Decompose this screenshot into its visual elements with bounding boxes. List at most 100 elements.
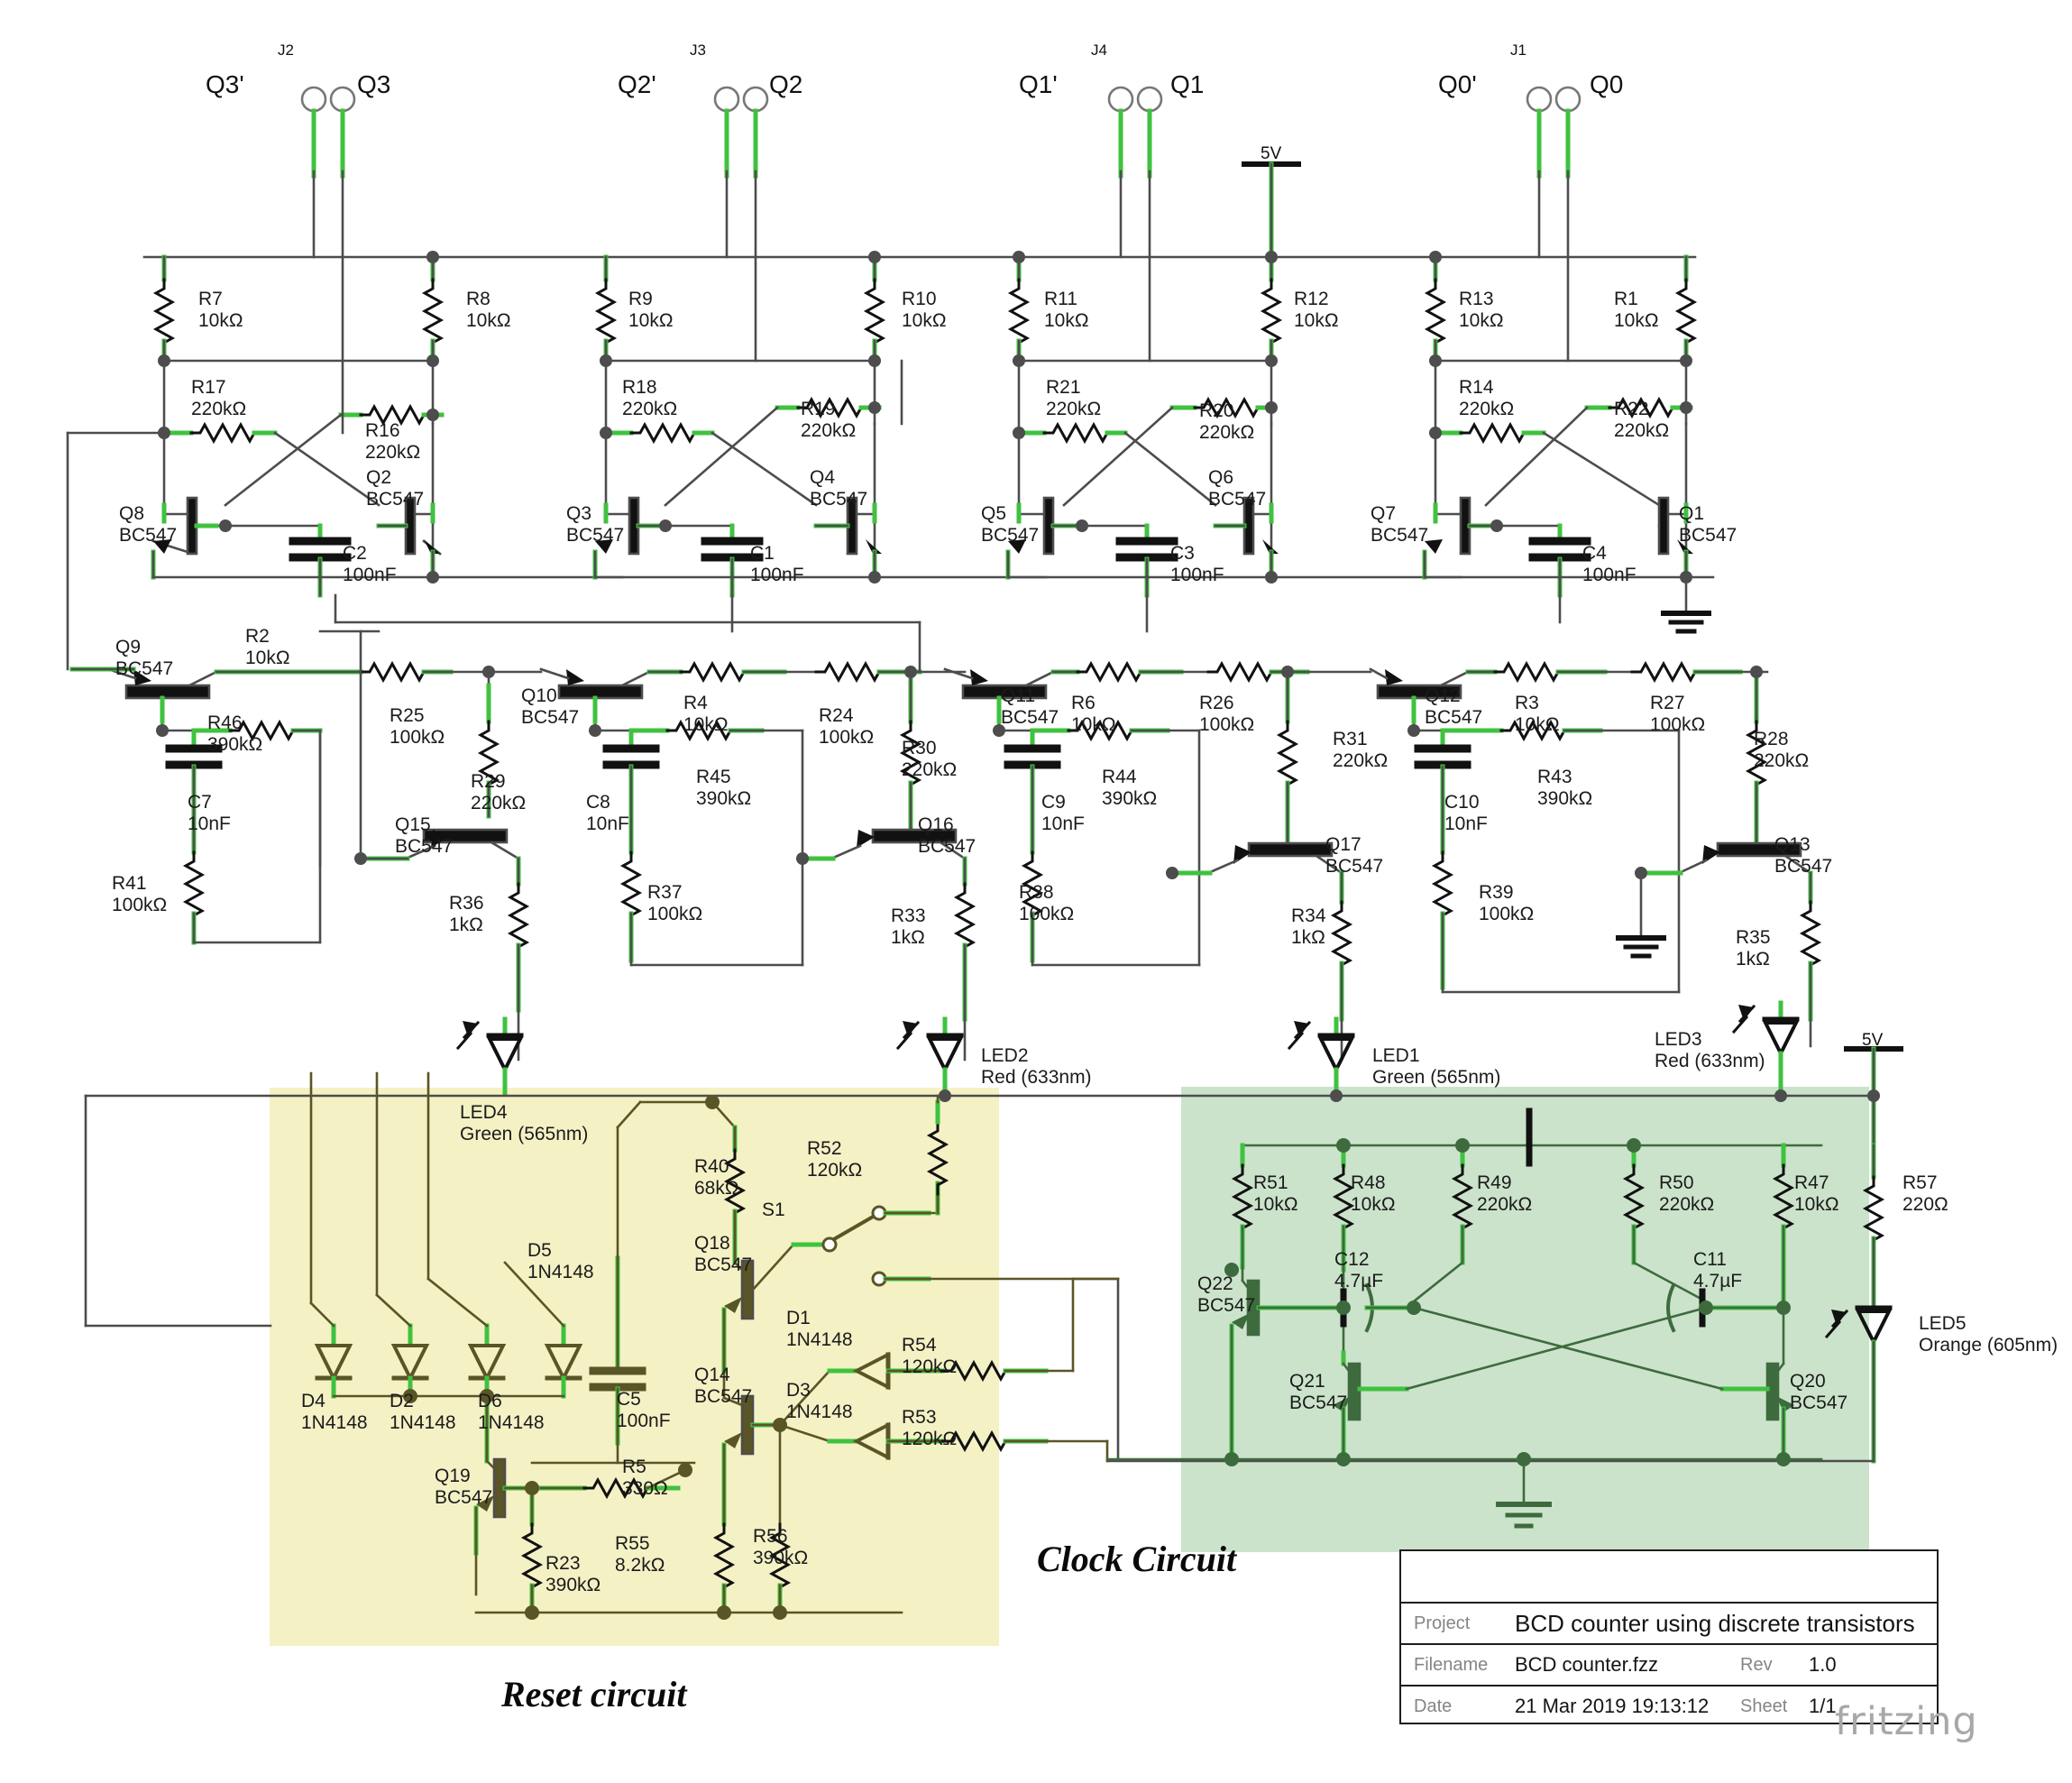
power-rail-label-0: 5V bbox=[1261, 144, 1282, 163]
reset-circuit-title: Reset circuit bbox=[501, 1674, 687, 1714]
project-label: Project bbox=[1414, 1613, 1471, 1633]
title-block-date-row: Date 21 Mar 2019 19:13:12 Sheet 1/1 bbox=[1401, 1685, 1937, 1726]
connector-id-j2: J2 bbox=[278, 41, 294, 59]
title-block: Project BCD counter using discrete trans… bbox=[1399, 1549, 1939, 1724]
connector-id-j3: J3 bbox=[690, 41, 706, 59]
title-block-filename-row: Filename BCD counter.fzz Rev 1.0 bbox=[1401, 1643, 1937, 1685]
connector-pin-label-q1: Q1 bbox=[1170, 70, 1205, 98]
power-rail-label-1: 5V bbox=[1862, 1031, 1884, 1050]
project-value: BCD counter using discrete transistors bbox=[1515, 1609, 1915, 1637]
filename-value: BCD counter.fzz bbox=[1515, 1653, 1658, 1676]
fritzing-logo: fritzing bbox=[1835, 1699, 1978, 1744]
connector-pin-label-q3n: Q3' bbox=[206, 70, 244, 98]
title-block-project-row: Project BCD counter using discrete trans… bbox=[1401, 1602, 1937, 1643]
date-value: 21 Mar 2019 19:13:12 bbox=[1515, 1695, 1710, 1717]
rev-value: 1.0 bbox=[1809, 1653, 1837, 1676]
filename-label: Filename bbox=[1414, 1654, 1489, 1675]
title-block-header bbox=[1401, 1551, 1937, 1602]
sheet-value: 1/1 bbox=[1809, 1695, 1837, 1717]
clock-circuit-region bbox=[1181, 1087, 1869, 1552]
connector-pin-label-q3: Q3 bbox=[357, 70, 391, 98]
connector-id-j1: J1 bbox=[1510, 41, 1526, 59]
connector-pin-label-q0n: Q0' bbox=[1438, 70, 1477, 98]
